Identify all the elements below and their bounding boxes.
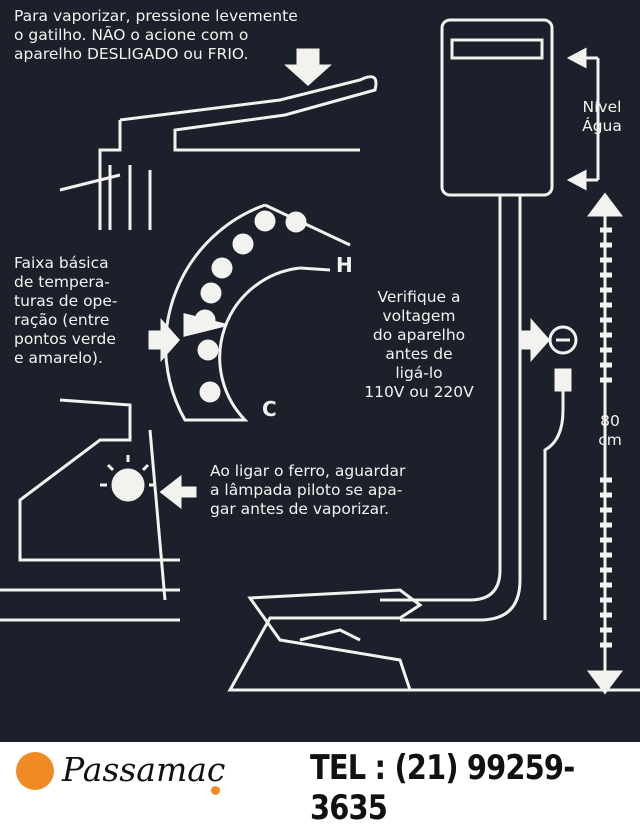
water-tank <box>380 18 600 622</box>
arrow-right-icon <box>518 318 551 362</box>
steam-iron-drawing <box>227 588 640 692</box>
iron-diagram <box>0 18 640 695</box>
voltage-warning: Verifique a voltagem do aparelho antes d… <box>364 288 474 401</box>
temperature-range-note: Faixa básica de tempera- turas de ope- r… <box>14 254 118 367</box>
pilot-lamp-note: Ao ligar o ferro, aguardar a lâmpada pil… <box>210 462 406 518</box>
brand-logo-icon <box>16 752 54 790</box>
plug-drawing <box>518 318 578 620</box>
dial-high-label: H <box>336 253 353 277</box>
phone-number: TEL : (21) 99259-3635 <box>310 748 575 828</box>
height-label: 80 cm <box>598 412 622 449</box>
arrow-down-icon <box>284 48 332 87</box>
brand-dot <box>211 786 220 795</box>
trigger-instruction: Para vaporizar, pressione levemente o ga… <box>14 7 298 63</box>
arrow-left-icon <box>159 474 197 510</box>
arrow-right-icon <box>148 318 181 362</box>
brand-name: Passamac <box>62 750 226 789</box>
temperature-dial <box>148 203 351 422</box>
iron-side-drawing <box>0 398 197 622</box>
dial-cold-label: C <box>262 397 277 421</box>
footer: Passamac TEL : (21) 99259-3635 <box>0 742 640 828</box>
instruction-panel: Para vaporizar, pressione levemente o ga… <box>0 0 640 742</box>
iron-handle-drawing <box>59 48 378 230</box>
pilot-lamp-icon <box>111 468 145 502</box>
water-level-label: Nível Água <box>582 98 622 135</box>
height-ruler <box>587 192 623 695</box>
